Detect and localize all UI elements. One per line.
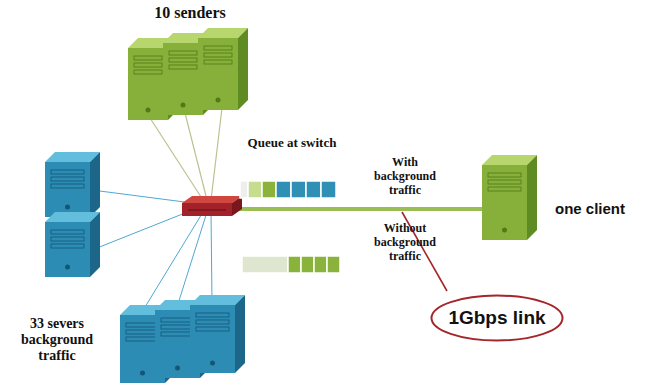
server-icon (45, 152, 100, 217)
node-text: 1Gbps link (448, 307, 545, 329)
server-icon (198, 28, 248, 110)
text-label: one client (540, 200, 640, 217)
server-icon (482, 155, 537, 240)
queue-without-background (242, 256, 340, 273)
link-ellipse: 1Gbps link (430, 294, 564, 342)
text-label: Queue at switch (232, 136, 352, 151)
queue-with-background (240, 181, 336, 198)
server-icon (190, 295, 245, 373)
network-wires (92, 108, 482, 312)
text-label: With background traffic (360, 156, 450, 197)
server-icon (45, 212, 100, 277)
network-switch (182, 196, 242, 216)
text-label: 10 senders (120, 4, 260, 22)
text-label: Without background traffic (360, 222, 450, 263)
text-label: 33 severs background traffic (10, 316, 105, 364)
